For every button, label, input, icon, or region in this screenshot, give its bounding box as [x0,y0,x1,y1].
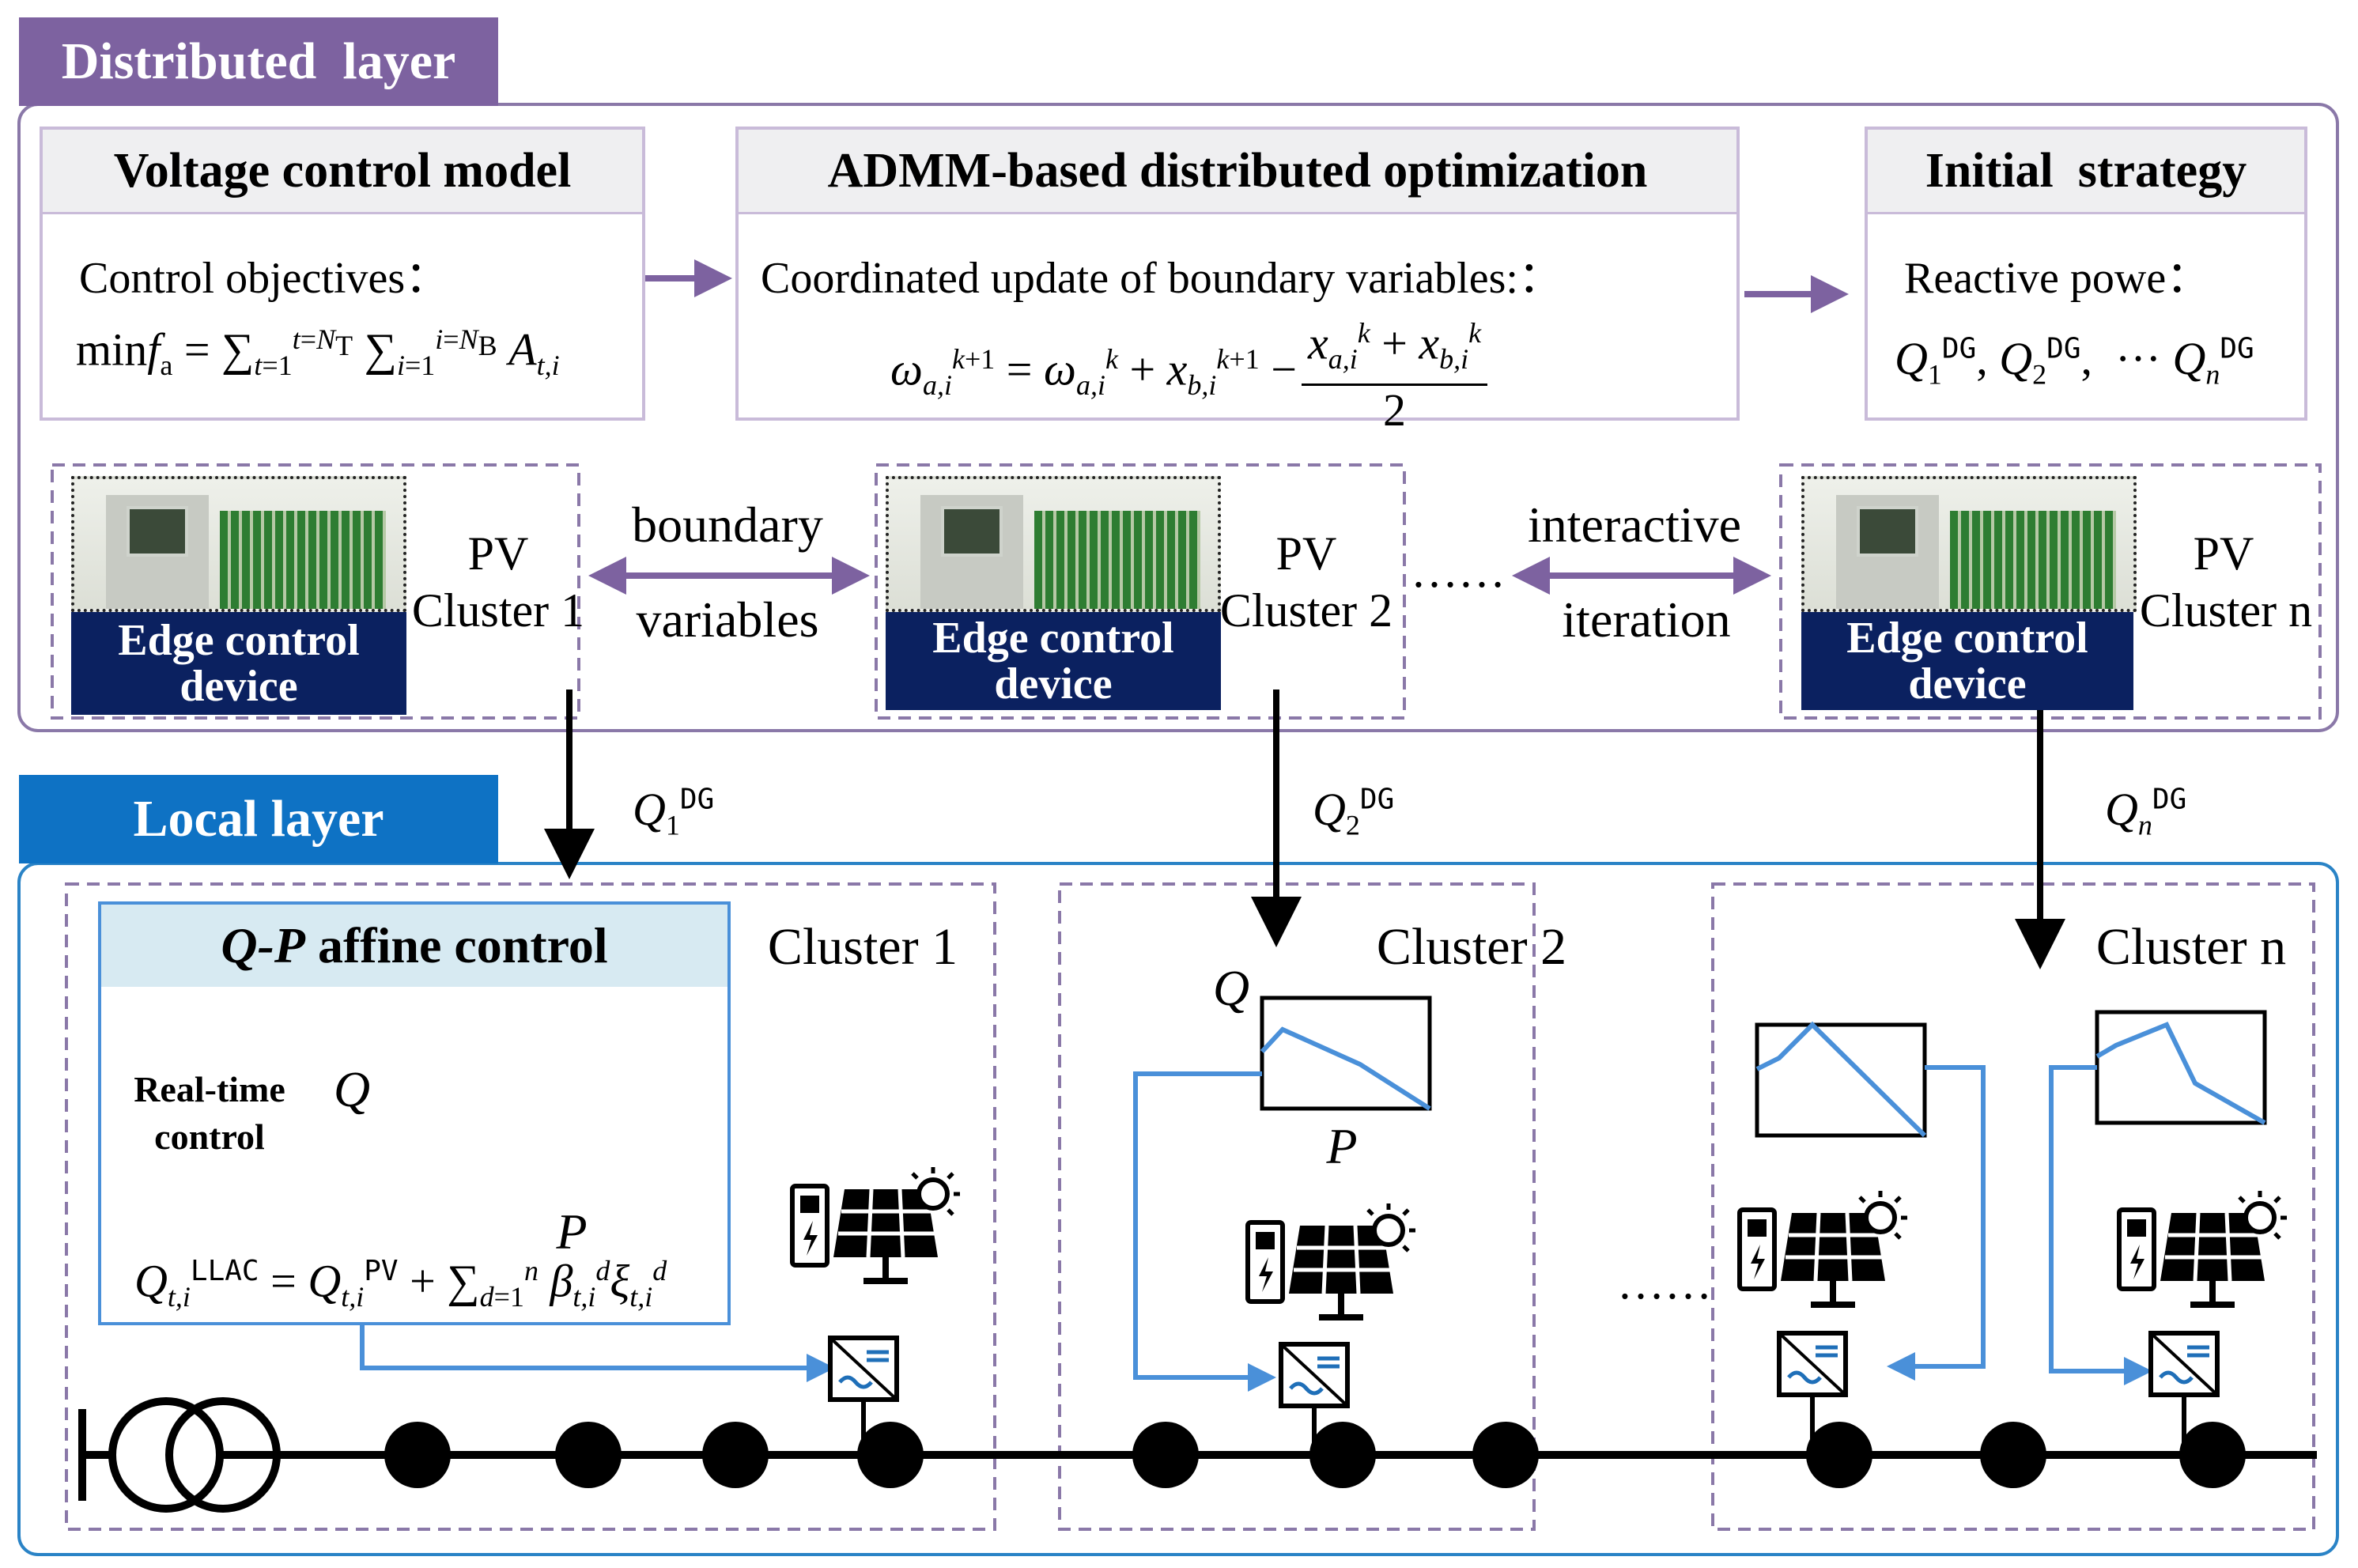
realtime-label-1: Real-time [134,1069,285,1109]
local-cluster-n [1711,882,2315,1531]
edge-control-device-label-1: Edge control device [71,612,406,715]
qp-affine-title: Q-P affine control [101,905,727,987]
cluster-n-text: Cluster n [2095,918,2287,976]
pv-cluster-label-2: Cluster 2 [1219,584,1393,637]
distributed-layer-tab: Distributed layer [19,17,498,106]
distributed-layer-title: Distributed layer [61,32,456,90]
reactive-power-label: Reactive powe： [1904,254,2211,303]
voltage-control-model-box: Voltage control model Control objectives… [40,127,645,421]
cluster-1-label: Cluster 1 [767,918,958,976]
inverter-icon-3 [1779,1333,1846,1395]
cluster-2-label: Cluster 2 [1376,918,1567,976]
pv-charger-icon-1 [792,1167,960,1281]
clustern-curve-2 [2095,1022,2266,1125]
pv-charger-icon-2 [1248,1203,1415,1317]
pv-charger-icon-3 [1740,1191,1907,1305]
clustern-curve-frame-1 [1755,1022,1927,1138]
edge-group-n [1779,463,2322,720]
qp-title-rest: affine control [304,917,608,973]
local-cluster-1 [65,882,996,1531]
pv-cluster-label-n: Cluster n [2135,585,2317,636]
iteration-label: iteration [1562,591,1731,648]
bus-nodes [384,1422,2246,1488]
pv-label-n: PV [2193,527,2254,580]
q1-dispatch-label: Q1DG [633,783,715,841]
q2-dispatch-label: Q2DG [1313,783,1395,841]
inverter-icon-1 [830,1338,897,1400]
cluster-n-label: Cluster n [2076,921,2306,973]
local-layer-tab: Local layer [19,775,498,863]
realtime-label-2: control [154,1116,265,1157]
variables-label: variables [636,591,819,648]
feedback-line-1 [360,1322,835,1382]
qp-title-italic: Q-P [221,917,305,973]
feedback-line-3 [1887,1065,1986,1381]
edge-device-image-1 [71,476,406,612]
admm-update-formula: ωa,ik+1 = ωa,ik + xb,ik+1 − xa,ik + xb,i… [890,308,1492,435]
boundary-update-label: Coordinated update of boundary variables… [761,254,1563,303]
llac-formula: Qt,iLLAC = Qt,iPV + ∑d=1n βt,idξt,id [134,1255,667,1313]
pv-cluster-text-n: Cluster n [2139,584,2313,637]
local-layer-title: Local layer [133,790,384,848]
voltage-box-title: Voltage control model [43,130,642,214]
distributed-layer-frame [17,103,2339,732]
pv-label-1: PV [467,527,529,580]
feedback-line-4 [2049,1065,2152,1385]
qp-axis-p: P [556,1203,588,1260]
feedback-line-2 [1133,1071,1276,1392]
initial-box-title: Initial strategy [1868,130,2304,214]
initial-strategy-box: Initial strategy Reactive powe： Q1DG, Q2… [1865,127,2307,421]
inverter-icon-2 [1281,1344,1347,1406]
inverter-icon-4 [2151,1333,2217,1395]
ellipsis-distributed: …… [1411,545,1506,597]
pv-charger-icon-4 [2119,1191,2287,1305]
edge-control-device-label-2: Edge control device [886,612,1221,710]
ellipsis-local: …… [1617,1256,1712,1309]
control-objectives-label: Control objectives： [79,254,450,303]
cluster2-axis-q: Q [1212,960,1250,1016]
admm-optimization-box: ADMM-based distributed optimization Coor… [735,127,1740,434]
qn-dispatch-label: QnDG [2105,783,2187,841]
local-cluster-2 [1058,882,1536,1531]
edge-control-device-label-n: Edge control device [1801,612,2133,710]
local-layer-frame [17,862,2339,1556]
pv-cluster-label-1: Cluster 1 [411,584,585,637]
cluster2-axis-p: P [1326,1118,1358,1174]
interactive-label: interactive [1527,497,1742,553]
admm-box-title: ADMM-based distributed optimization [739,130,1736,214]
pv-label-2: PV [1275,527,1337,580]
boundary-label: boundary [632,497,823,553]
edge-device-image-n [1801,476,2137,612]
qp-axis-q: Q [333,1061,371,1117]
edge-device-image-2 [886,476,1221,612]
qp-affine-control-box: Q-P affine control [98,901,731,1325]
reactive-power-list: Q1DG, Q2DG, ··· QnDG [1895,332,2254,391]
cluster2-curve [1260,1026,1431,1111]
objective-formula: minfa = ∑t=1t=NT ∑i=1i=NB At,i [76,323,560,381]
clustern-curve-1 [1755,1021,1927,1138]
